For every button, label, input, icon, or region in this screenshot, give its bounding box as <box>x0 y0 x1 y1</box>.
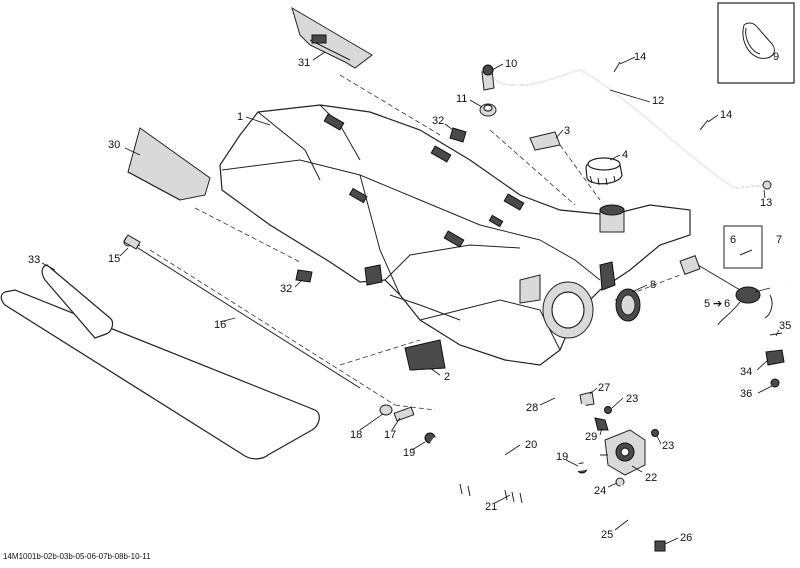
part-1-fuel-tank <box>219 104 691 366</box>
callout-18: 18 <box>350 429 362 441</box>
part-23-screw-a <box>604 406 612 414</box>
callout-17: 17 <box>384 429 396 441</box>
part-30-shield <box>127 127 211 201</box>
callout-36: 36 <box>740 388 752 400</box>
part-36-nut <box>770 378 780 388</box>
callout-32-b: 32 <box>280 283 292 295</box>
callout-34: 34 <box>740 366 752 378</box>
part-28-hose <box>548 369 602 418</box>
callout-21: 21 <box>485 501 497 513</box>
part-15-fitting <box>123 234 141 250</box>
callout-24: 24 <box>594 485 606 497</box>
part-11-grommet <box>479 103 497 117</box>
callout-2: 2 <box>444 371 450 383</box>
callout-31: 31 <box>298 57 310 69</box>
callout-19-a: 19 <box>403 447 415 459</box>
callout-6-arrow-target: 6 <box>724 298 730 310</box>
part-33-mat <box>0 264 320 460</box>
callout-labels: 1 2 3 4 5 ➔ 6 6 7 8 9 10 11 12 13 14 14 … <box>28 51 791 544</box>
callout-30: 30 <box>108 139 120 151</box>
callout-29: 29 <box>585 431 597 443</box>
callout-11: 11 <box>456 93 467 105</box>
callout-25: 25 <box>601 529 613 541</box>
callout-8: 8 <box>650 279 656 291</box>
callout-13: 13 <box>760 197 772 209</box>
part-13-clip <box>762 180 772 190</box>
part-18-seal <box>379 404 393 416</box>
part-21-corrugated-hose <box>438 476 557 507</box>
callout-10: 10 <box>505 58 517 70</box>
part-34-bracket <box>765 349 785 366</box>
callout-7: 7 <box>776 234 782 246</box>
callout-arrow: ➔ <box>713 298 722 310</box>
part-4-fuel-cap <box>585 157 623 186</box>
callout-22: 22 <box>645 472 657 484</box>
part-2-pad <box>404 339 446 371</box>
callout-28: 28 <box>526 402 538 414</box>
callout-23-a: 23 <box>626 393 638 405</box>
part-23-screw-b <box>651 429 659 437</box>
part-31-heat-shield <box>291 6 373 69</box>
callout-3: 3 <box>564 125 570 137</box>
callout-23-b: 23 <box>662 440 674 452</box>
callout-35: 35 <box>779 320 791 332</box>
part-26-clamp <box>654 540 666 552</box>
callout-33: 33 <box>28 254 40 266</box>
inset-box-part-9 <box>717 2 795 84</box>
inset-box-part-6 <box>723 225 763 269</box>
callout-14-b: 14 <box>720 109 732 121</box>
callout-15: 15 <box>108 253 120 265</box>
part-32-clip-a <box>449 127 467 143</box>
part-27-cap <box>579 391 595 407</box>
part-8-ring <box>615 288 641 322</box>
callout-12: 12 <box>652 95 664 107</box>
drawing-code: 14M1001b-02b-03b-05-06-07b-08b-10-11 <box>3 552 151 561</box>
part-25-hose <box>620 484 656 548</box>
callout-1: 1 <box>237 111 243 123</box>
part-3-pad <box>529 131 561 151</box>
callout-14-a: 14 <box>634 51 646 63</box>
part-10-vent-valve <box>481 64 495 91</box>
callout-32-a: 32 <box>432 115 444 127</box>
callout-4: 4 <box>622 149 628 161</box>
part-32-clip-b <box>295 269 313 283</box>
part-35-connector <box>769 332 783 336</box>
part-5-sender-assembly <box>679 255 761 326</box>
callout-27: 27 <box>598 382 610 394</box>
part-24-fitting <box>615 477 625 487</box>
leader-lines <box>41 51 780 545</box>
part-20-fuel-hose <box>429 437 602 472</box>
callout-20: 20 <box>525 439 537 451</box>
callout-9: 9 <box>773 51 779 63</box>
part-14-ties <box>613 61 709 131</box>
callout-19-b: 19 <box>556 451 568 463</box>
callout-16: 16 <box>214 319 226 331</box>
callout-26: 26 <box>680 532 692 544</box>
part-29-clip <box>594 417 609 431</box>
part-17-connector <box>393 406 415 422</box>
part-22-fuel-pump <box>600 429 646 476</box>
part-12-vent-hose <box>494 69 766 189</box>
callout-6: 6 <box>730 234 736 246</box>
part-7-hose <box>764 260 792 319</box>
callout-5: 5 <box>704 298 710 310</box>
